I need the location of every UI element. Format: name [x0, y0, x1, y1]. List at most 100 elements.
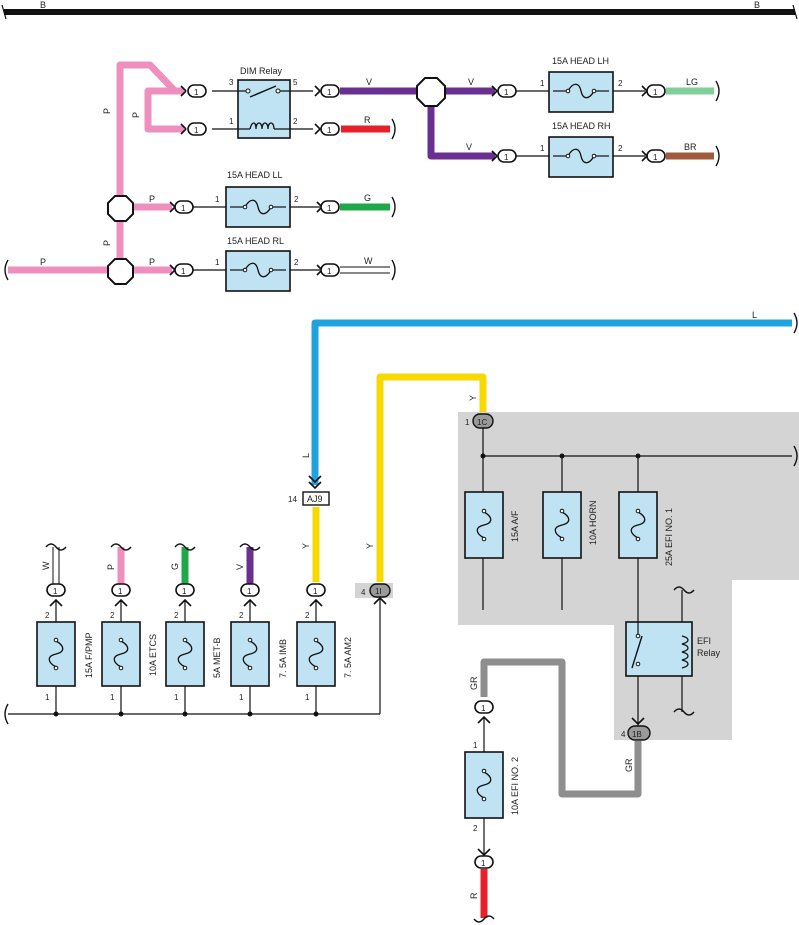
wire-label-l-top: L: [752, 310, 757, 320]
fuse-am2-bottom-pin: 1: [305, 693, 310, 702]
wire-label-p-rl: P: [149, 257, 155, 267]
pin-label: 1: [181, 267, 186, 276]
fuse-efi-no2: 1 1 2 10A EFI NO. 2 1 R: [464, 700, 520, 923]
dim-relay-pin1: 1: [229, 117, 234, 126]
efi-relay: EFI Relay: [625, 586, 721, 716]
junction-octagon-violet: [416, 77, 446, 107]
wire-label-r-efi2: R: [469, 892, 479, 899]
pin-label: 1: [194, 88, 199, 97]
dim-relay-output-r: R: [341, 115, 396, 140]
fuse-f-pmp: W 1 2 1 15A F/PMP: [36, 543, 94, 714]
dim-relay-pin3: 3: [229, 78, 234, 87]
wire-label-y-1i: Y: [365, 543, 375, 549]
wire-label-v2: V: [468, 77, 474, 87]
fuse-etcs: P 1 2 1 10A ETCS: [101, 543, 158, 714]
pink-harness: [8, 61, 184, 274]
connector-aj9: 14 AJ9: [288, 491, 330, 506]
pin-label: 1: [247, 587, 252, 596]
lower-bus: [4, 703, 380, 725]
wire-label-p-left: P: [40, 257, 46, 267]
fuse-head-lh-pin1: 1: [540, 79, 545, 88]
fuse-met-b: G 1 2 1 5A MET-B: [165, 543, 222, 714]
efi-relay-label-1: EFI: [697, 636, 711, 646]
pin-label: 1: [653, 153, 658, 162]
wire-label-v-imb: V: [235, 564, 245, 570]
fuse-head-rh: 15A HEAD RH 1 1 2 1 BR: [491, 121, 720, 178]
fuse-met-b-bottom-pin: 1: [174, 693, 179, 702]
fuse-head-ll-pin2: 2: [294, 195, 299, 204]
connector-1b-pin: 4: [621, 730, 626, 739]
wire-label-p-inner: P: [131, 112, 141, 118]
fuse-horn: 10A HORN: [542, 491, 598, 559]
b-bus: B B: [1, 0, 798, 20]
fuse-am2: 1 2 1 7. 5A AM2: [296, 583, 353, 714]
fuse-imb: V 1 2 1 7. 5A IMB: [230, 543, 288, 714]
pin-label: 1: [313, 587, 318, 596]
wire-label-y-am2: Y: [301, 543, 311, 549]
junction-octagon-upper: [107, 195, 134, 222]
dim-relay-label: DIM Relay: [240, 66, 283, 76]
blue-wire-l: L L: [301, 310, 798, 490]
wire-label-l-vert: L: [301, 453, 311, 458]
fuse-imb-bottom-pin: 1: [239, 693, 244, 702]
wire-label-r: R: [364, 115, 371, 125]
fuse-efi-no2-label: 10A EFI NO. 2: [510, 757, 520, 815]
pin-label: 1: [327, 126, 332, 135]
fuse-head-ll: 15A HEAD LL 1 1 2 1 G: [169, 170, 396, 228]
fuse-a-f-label: 15A A/F: [510, 510, 520, 542]
pin-label: 1: [504, 153, 509, 162]
fuse-head-lh-label: 15A HEAD LH: [552, 56, 609, 66]
wire-label-lg: LG: [686, 77, 698, 87]
wire-label-p-vertical: P: [102, 108, 112, 114]
wire-label-b-left: B: [40, 0, 46, 10]
wire-label-w: W: [364, 256, 373, 266]
wire-label-v3: V: [466, 142, 472, 152]
fuse-am2-top-pin: 2: [305, 611, 310, 620]
pin-label: 1: [481, 859, 486, 868]
pin-label: 1: [327, 88, 332, 97]
pin-label: 1: [504, 88, 509, 97]
connector-aj9-pin: 14: [288, 495, 297, 504]
fuse-efi-no1: 25A EFI NO. 1: [618, 491, 674, 566]
violet-harness: [340, 87, 495, 160]
gray-wire-gr: GR GR: [469, 658, 642, 798]
fuse-head-rh-label: 15A HEAD RH: [552, 121, 611, 131]
fuse-imb-label: 7. 5A IMB: [278, 639, 288, 678]
wire-label-p-etcs: P: [106, 564, 116, 570]
pin-label: 1: [327, 204, 332, 213]
fuse-efi-no1-label: 25A EFI NO. 1: [664, 508, 674, 566]
connector-1b: 4 1B: [621, 717, 651, 741]
wire-label-v: V: [366, 77, 372, 87]
pin-label: 1: [182, 587, 187, 596]
fuse-head-ll-pin1: 1: [215, 195, 220, 204]
connector-1i-id: 1I: [375, 587, 382, 596]
fuse-etcs-label: 10A ETCS: [148, 634, 158, 676]
connector-1i: 4 1I: [355, 583, 393, 714]
wire-label-w-fpmp: W: [41, 561, 51, 570]
relay-block-shading: [458, 412, 799, 740]
fuse-met-b-label: 5A MET-B: [212, 637, 222, 678]
fuse-head-rl-pin1: 1: [215, 258, 220, 267]
fuse-imb-top-pin: 2: [239, 611, 244, 620]
fuse-f-pmp-bottom-pin: 1: [45, 693, 50, 702]
fuse-etcs-bottom-pin: 1: [110, 693, 115, 702]
connector-1c: 1 1C: [465, 413, 494, 429]
connector-aj9-id: AJ9: [307, 494, 323, 504]
connector-1b-id: 1B: [632, 730, 642, 739]
fuse-head-rh-pin1: 1: [540, 144, 545, 153]
connector-1c-id: 1C: [477, 418, 487, 427]
efi-relay-label-2: Relay: [697, 648, 721, 658]
dim-relay-connectors: 1 1 1 1: [180, 84, 340, 136]
fuse-f-pmp-label: 15A F/PMP: [84, 632, 94, 678]
pin-label: 1: [53, 587, 58, 596]
pin-label: 1: [327, 267, 332, 276]
dim-relay: DIM Relay 3 5 1 2: [212, 66, 313, 139]
pin-label: 1: [118, 587, 123, 596]
fuse-etcs-top-pin: 2: [110, 611, 115, 620]
fuse-head-lh-pin2: 2: [618, 79, 623, 88]
wire-label-g: G: [364, 193, 371, 203]
junction-octagon-lower: [107, 258, 134, 285]
fuse-f-pmp-top-pin: 2: [45, 611, 50, 620]
pin-label: 1: [481, 704, 486, 713]
